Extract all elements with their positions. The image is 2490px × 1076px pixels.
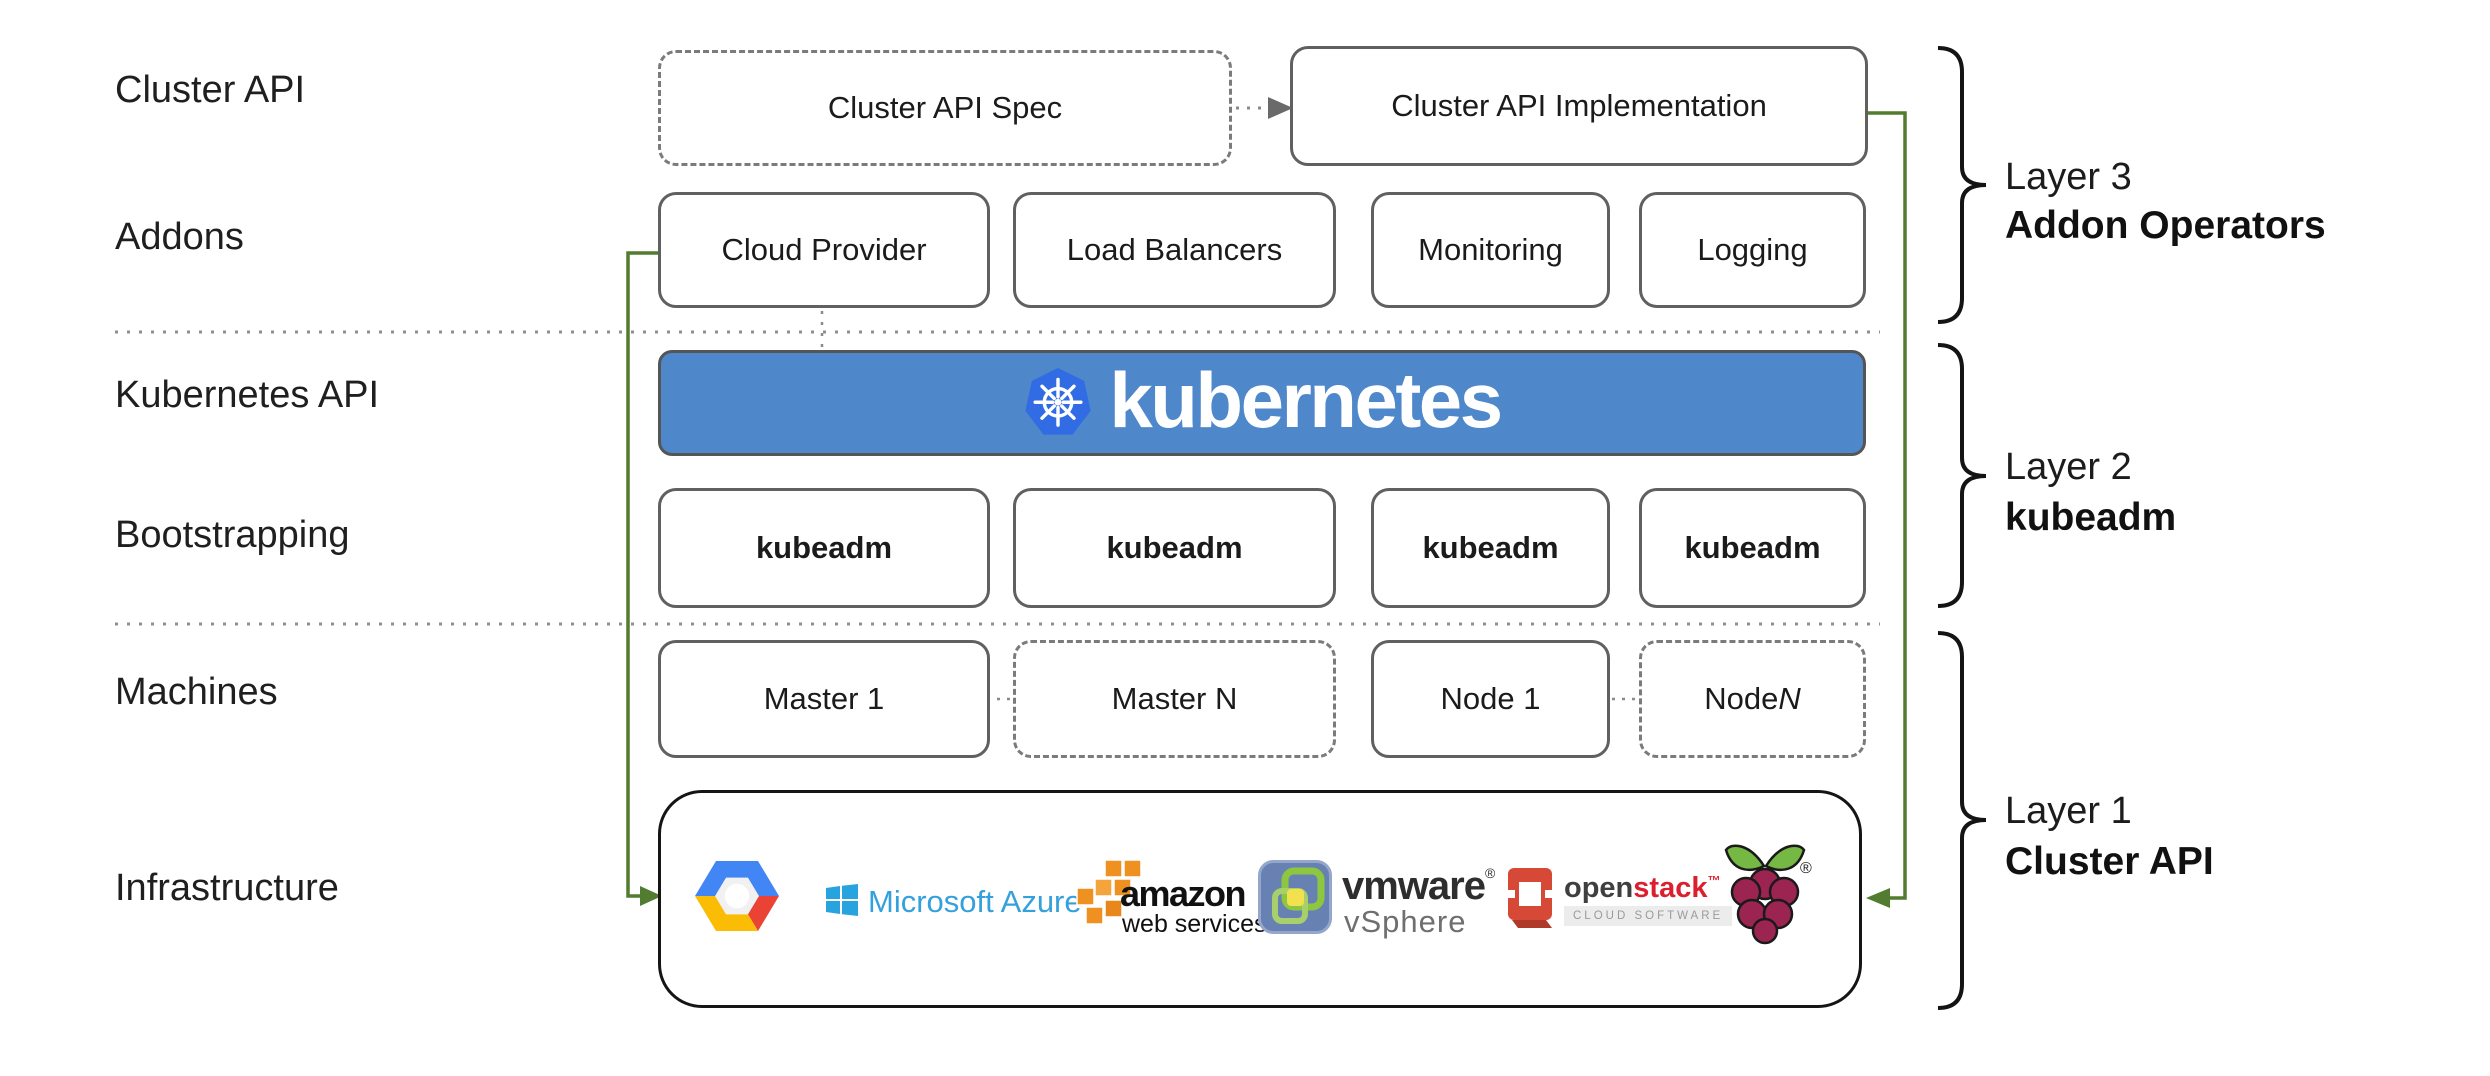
- machine-box-node-n: Node N: [1639, 640, 1866, 758]
- layer1-brace: [1937, 631, 1987, 1010]
- openstack-stack-text: stack: [1633, 872, 1708, 904]
- machine-label-n: N: [1778, 681, 1801, 716]
- right-green-arrowhead-icon: [1866, 888, 1890, 908]
- openstack-box-icon: [1506, 868, 1554, 928]
- implementation-to-infrastructure-arrow: [1868, 111, 1907, 900]
- vmware-registered-mark: ®: [1484, 865, 1495, 881]
- kubeadm-label: kubeadm: [1106, 530, 1243, 565]
- row-label-infrastructure: Infrastructure: [115, 867, 339, 909]
- vmware-text: vmware: [1342, 864, 1486, 908]
- machine-label: Master N: [1111, 681, 1238, 716]
- row-label-bootstrapping: Bootstrapping: [115, 514, 350, 556]
- layer2-brace: [1937, 343, 1987, 608]
- machine-box-master-1: Master 1: [658, 640, 990, 758]
- cluster-api-implementation-box: Cluster API Implementation: [1290, 46, 1868, 166]
- machine-label: Master 1: [763, 681, 885, 716]
- kubernetes-wheel-icon: [1025, 367, 1092, 435]
- amazon-wordmark: amazon: [1120, 873, 1247, 914]
- aws-cubes-icon: [1076, 859, 1142, 925]
- machine-label: Node: [1704, 681, 1779, 716]
- kubeadm-box-1: kubeadm: [658, 488, 990, 608]
- cluster-api-implementation-label: Cluster API Implementation: [1391, 88, 1767, 123]
- openstack-open-text: open: [1564, 872, 1634, 904]
- layer3-title: Layer 3: [2005, 156, 2132, 198]
- layer2-subtitle: kubeadm: [2005, 496, 2177, 539]
- kubeadm-label: kubeadm: [1422, 530, 1559, 565]
- layer1-subtitle: Cluster API: [2005, 840, 2214, 883]
- row-label-cluster-api: Cluster API: [115, 69, 306, 111]
- machine-label: Node 1: [1440, 681, 1541, 716]
- row-label-machines: Machines: [115, 671, 278, 713]
- web-services-wordmark: web services: [1122, 910, 1267, 938]
- addon-label: Load Balancers: [1066, 232, 1283, 267]
- openstack-wordmark: openstack™: [1564, 874, 1720, 903]
- addon-box-logging: Logging: [1639, 192, 1866, 308]
- kubeadm-box-2: kubeadm: [1013, 488, 1336, 608]
- addon-box-load-balancers: Load Balancers: [1013, 192, 1336, 308]
- addon-box-cloud-provider: Cloud Provider: [658, 192, 990, 308]
- vmware-wordmark: vmware®: [1342, 864, 1495, 908]
- windows-flag-icon: [826, 884, 858, 916]
- kubeadm-label: kubeadm: [1684, 530, 1821, 565]
- row-label-kubernetes-api: Kubernetes API: [115, 374, 380, 416]
- raspberry-pi-icon: [1724, 844, 1806, 945]
- openstack-trademark: ™: [1707, 873, 1721, 888]
- cluster-api-spec-box: Cluster API Spec: [658, 50, 1232, 166]
- addon-label: Logging: [1697, 232, 1808, 267]
- machine-box-master-n: Master N: [1013, 640, 1336, 758]
- addon-label: Cloud Provider: [721, 232, 927, 267]
- layer3-brace: [1937, 46, 1987, 324]
- openstack-tagline: CLOUD SOFTWARE: [1564, 906, 1733, 926]
- addon-label: Monitoring: [1418, 232, 1563, 267]
- row-label-addons: Addons: [115, 216, 244, 258]
- layer2-title: Layer 2: [2005, 446, 2132, 488]
- layer1-title: Layer 1: [2005, 790, 2132, 832]
- vsphere-wordmark: vSphere: [1344, 904, 1467, 939]
- addon-box-monitoring: Monitoring: [1371, 192, 1610, 308]
- kubeadm-label: kubeadm: [755, 530, 893, 565]
- kubernetes-wordmark: kubernetes: [1109, 356, 1503, 444]
- vmware-vsphere-icon: [1258, 860, 1332, 934]
- kubernetes-banner: kubernetes: [658, 350, 1866, 456]
- machine-box-node-1: Node 1: [1371, 640, 1610, 758]
- kubeadm-box-3: kubeadm: [1371, 488, 1610, 608]
- cluster-api-spec-label: Cluster API Spec: [827, 90, 1063, 125]
- layer3-subtitle: Addon Operators: [2005, 204, 2326, 247]
- kubeadm-box-4: kubeadm: [1639, 488, 1866, 608]
- cloudprovider-to-infrastructure-arrow: [626, 251, 658, 898]
- microsoft-azure-wordmark: Microsoft Azure: [868, 884, 1082, 919]
- raspberry-pi-registered-mark: ®: [1800, 860, 1812, 877]
- google-cloud-hexagon-icon: [695, 861, 779, 931]
